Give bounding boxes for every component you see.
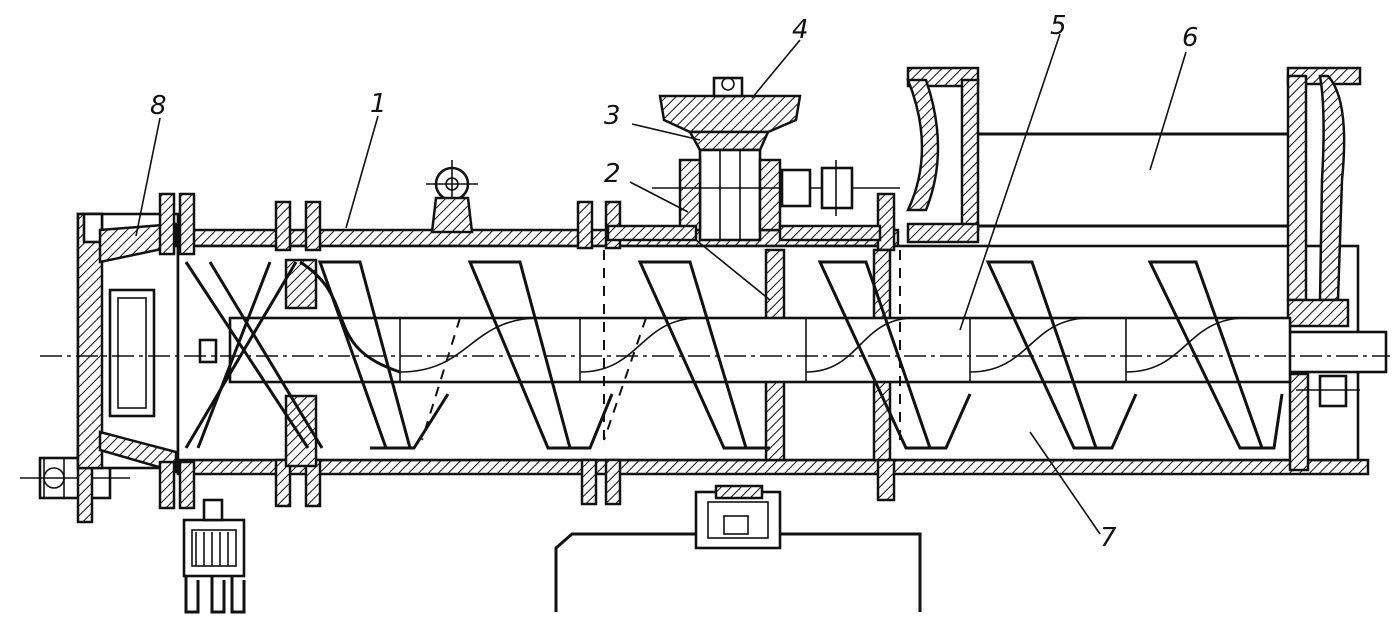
label-5: 5 bbox=[1050, 11, 1067, 41]
label-6: 6 bbox=[1182, 23, 1199, 53]
base-support bbox=[554, 484, 922, 612]
discharge-housing-6 bbox=[906, 66, 1388, 472]
left-foot-bracket bbox=[182, 498, 246, 614]
label-3: 3 bbox=[604, 101, 621, 131]
label-4: 4 bbox=[792, 15, 809, 45]
lubricator-assembly-3-4 bbox=[606, 76, 900, 301]
label-2: 2 bbox=[604, 159, 621, 189]
label-7: 7 bbox=[1100, 523, 1117, 553]
label-1: 1 bbox=[370, 89, 387, 119]
screw-flights bbox=[184, 250, 1284, 450]
end-cap-8 bbox=[76, 212, 180, 474]
leader-lines bbox=[135, 33, 1187, 535]
part-labels: 8 1 3 2 4 5 6 7 bbox=[150, 11, 1199, 553]
label-8: 8 bbox=[150, 91, 167, 121]
